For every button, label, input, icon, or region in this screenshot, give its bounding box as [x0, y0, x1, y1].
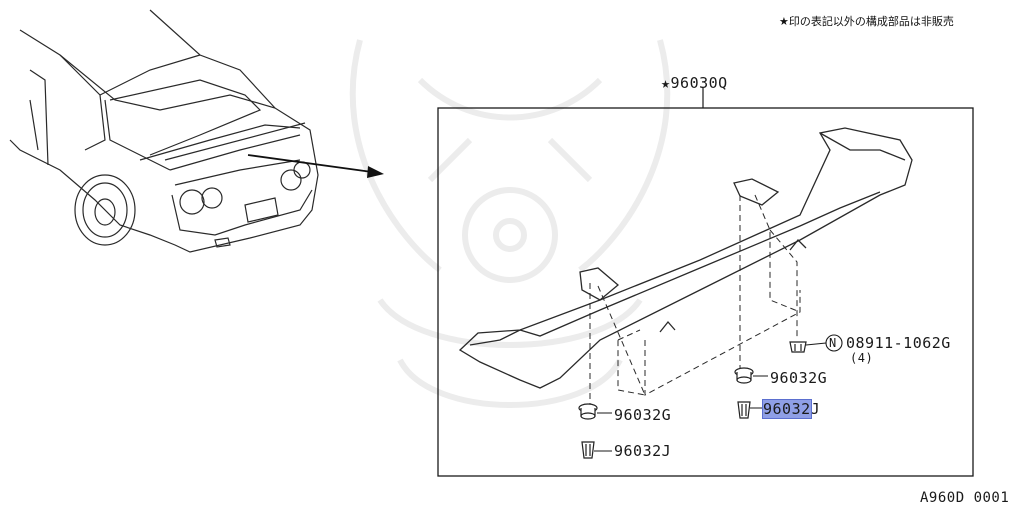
car-illustration: [9, 9, 319, 253]
nut-icon: [789, 341, 807, 353]
clip-j-right-icon: [737, 401, 751, 419]
clip-g-right-icon: [734, 367, 754, 384]
clip-j-left-icon: [581, 441, 595, 459]
pointer-arrow: [247, 154, 384, 178]
nut-marker-letter: N: [829, 336, 837, 350]
part-suffix: J: [810, 400, 821, 418]
non-sale-notice: ★印の表記以外の構成部品は非販売: [779, 15, 954, 28]
diagram-code: A960D 0001: [920, 490, 1010, 506]
nut-part-number[interactable]: 08911-1062G: [846, 334, 951, 352]
clip-g-left-icon: [578, 403, 598, 420]
assembly-frame: [437, 107, 974, 477]
stud-guides: [589, 194, 801, 405]
nut-quantity: (4): [850, 351, 874, 365]
part-label-96032g-left[interactable]: 96032G: [614, 406, 672, 424]
fastener-icons: [578, 341, 807, 459]
part-label-96032g-right[interactable]: 96032G: [770, 369, 828, 387]
part-label-96032j-left[interactable]: 96032J: [614, 442, 672, 460]
nut-marker-circle: [825, 334, 843, 352]
leader-lines: [594, 342, 827, 452]
watermark-emblem: [349, 39, 671, 408]
highlighted-part-number[interactable]: 96032: [762, 399, 812, 419]
part-label-96032j-right[interactable]: 96032J: [762, 399, 821, 419]
assembly-part-number[interactable]: ★96030Q: [661, 74, 728, 92]
rear-spoiler: [458, 127, 913, 389]
